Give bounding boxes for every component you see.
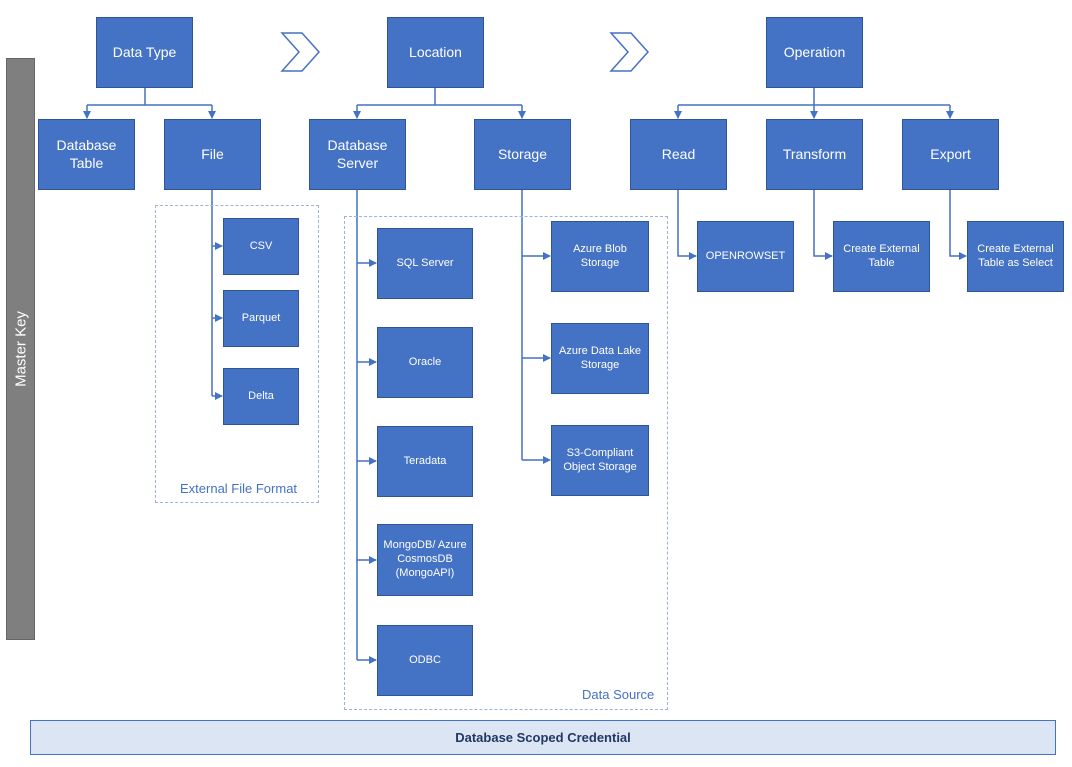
mongodb-box: MongoDB/ Azure CosmosDB (MongoAPI) — [377, 524, 473, 596]
odbc-box: ODBC — [377, 625, 473, 696]
external-file-format-label: External File Format — [180, 481, 298, 496]
delta-box: Delta — [223, 368, 299, 425]
external-file-format-group — [155, 205, 319, 503]
csv-box: CSV — [223, 218, 299, 275]
database-table-box: Database Table — [38, 119, 135, 190]
transform-box: Transform — [766, 119, 863, 190]
teradata-box: Teradata — [377, 426, 473, 497]
azure-blob-storage-box: Azure Blob Storage — [551, 221, 649, 292]
master-key-bar: Master Key — [6, 58, 35, 640]
file-box: File — [164, 119, 261, 190]
location-box: Location — [387, 17, 484, 88]
storage-box: Storage — [474, 119, 571, 190]
database-scoped-credential-bar: Database Scoped Credential — [30, 720, 1056, 755]
master-key-label: Master Key — [12, 311, 29, 387]
data-source-group — [344, 216, 668, 710]
openrowset-box: OPENROWSET — [697, 221, 794, 292]
sql-server-box: SQL Server — [377, 228, 473, 299]
chevron-right-icon — [609, 32, 650, 72]
data-type-box: Data Type — [96, 17, 193, 88]
export-box: Export — [902, 119, 999, 190]
chevron-right-icon — [280, 32, 321, 72]
create-external-table-box: Create External Table — [833, 221, 930, 292]
data-source-label: Data Source — [582, 687, 655, 702]
read-box: Read — [630, 119, 727, 190]
operation-box: Operation — [766, 17, 863, 88]
azure-data-lake-storage-box: Azure Data Lake Storage — [551, 323, 649, 394]
create-external-table-as-select-box: Create External Table as Select — [967, 221, 1064, 292]
parquet-box: Parquet — [223, 290, 299, 347]
database-server-box: Database Server — [309, 119, 406, 190]
oracle-box: Oracle — [377, 327, 473, 398]
s3-compliant-storage-box: S3-Compliant Object Storage — [551, 425, 649, 496]
